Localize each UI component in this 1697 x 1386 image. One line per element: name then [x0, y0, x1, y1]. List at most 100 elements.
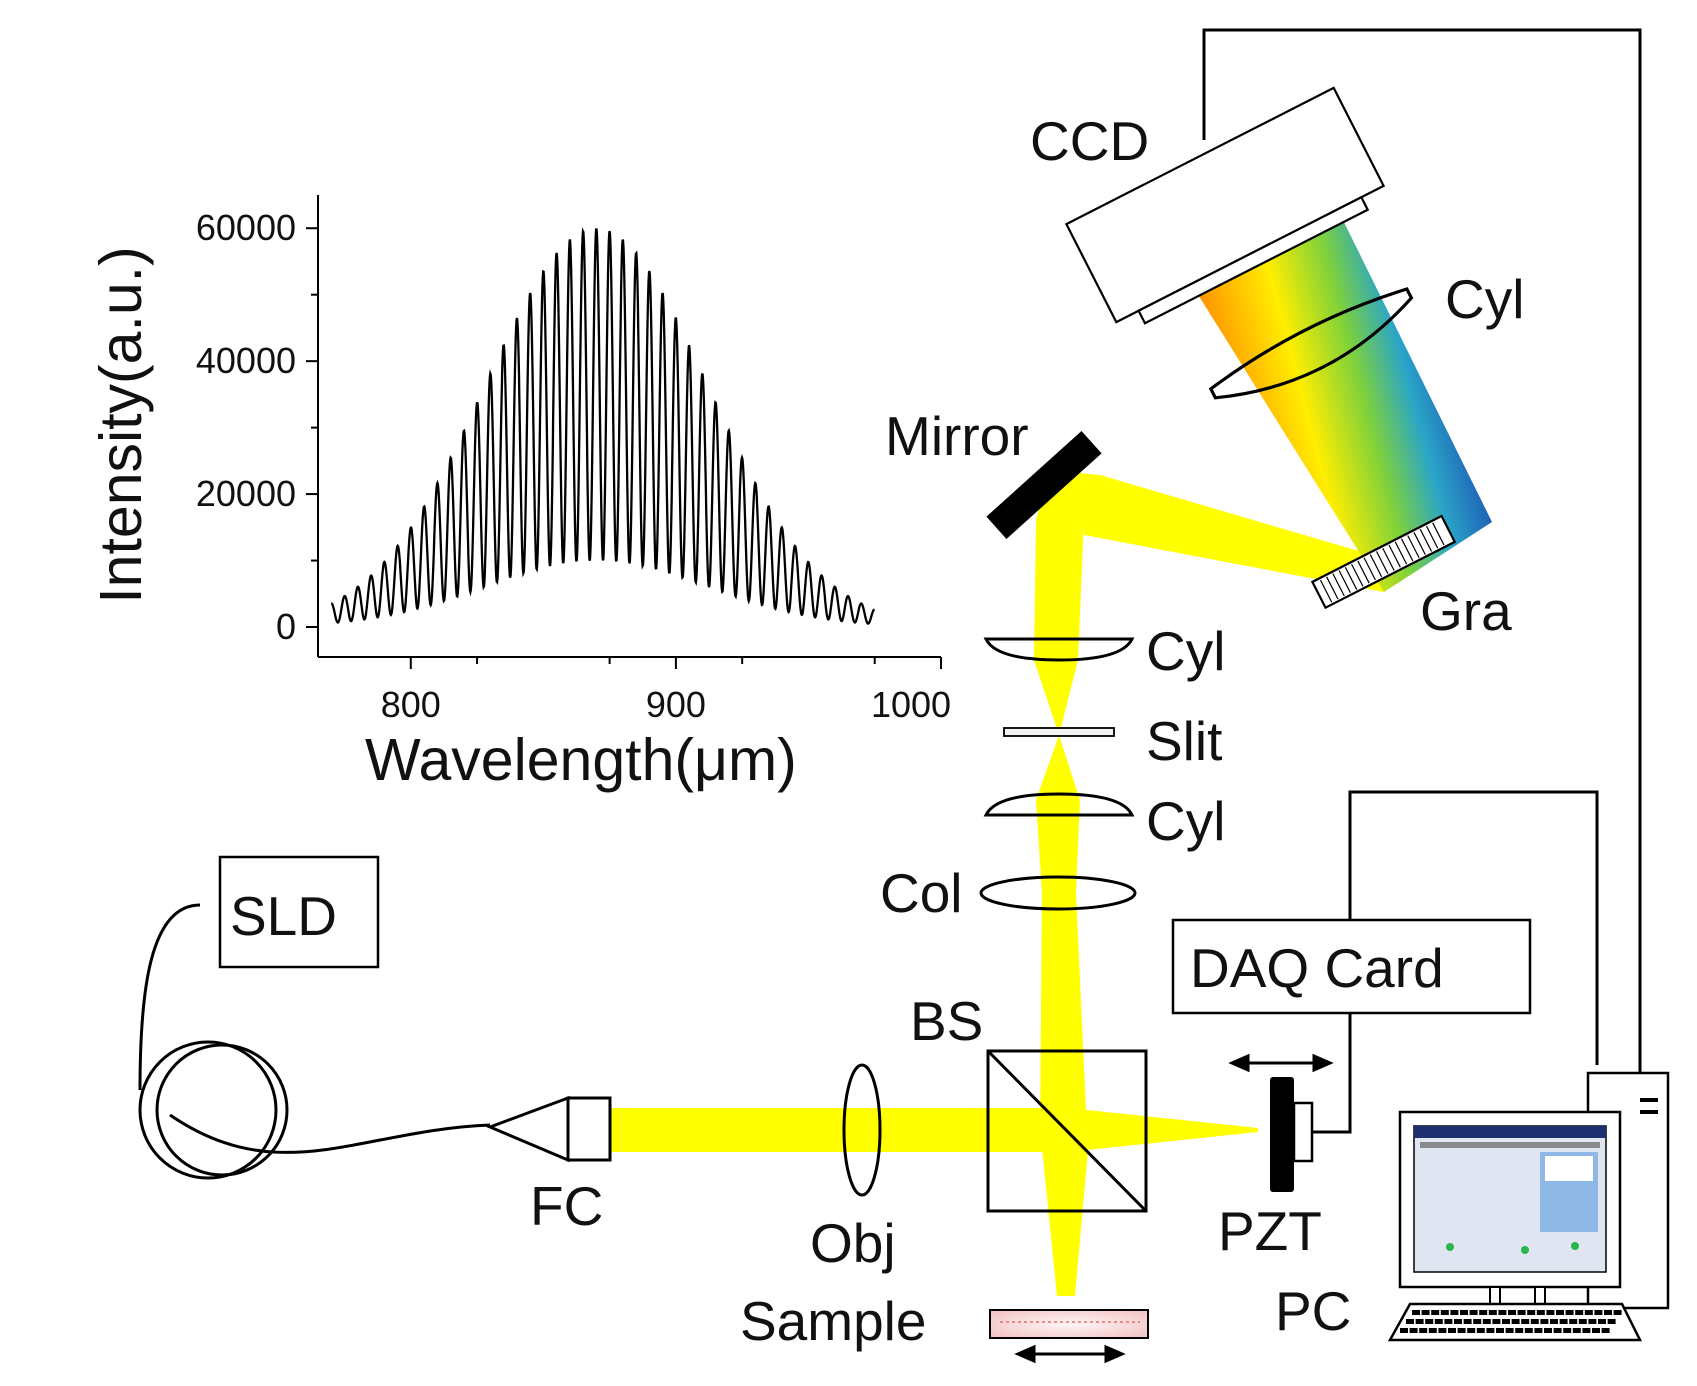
x-tick-label: 800: [381, 684, 441, 725]
keyboard-key: [1527, 1310, 1536, 1315]
grating-groove: [1338, 570, 1351, 594]
keyboard-key: [1584, 1310, 1593, 1315]
keyboard-key: [1454, 1319, 1462, 1324]
grating-groove: [1319, 579, 1333, 603]
spectrum-line: [330, 227, 876, 625]
label-obj: Obj: [810, 1212, 896, 1274]
grating-groove: [1394, 541, 1408, 565]
beam-col: [1040, 893, 1087, 1132]
keyboard-key: [1450, 1310, 1459, 1315]
ccd-camera: [1064, 86, 1386, 325]
ccd-cable: [1202, 28, 1642, 1065]
label-mirror: Mirror: [885, 405, 1029, 467]
keyboard-key: [1448, 1328, 1456, 1333]
keyboard-key: [1438, 1328, 1447, 1333]
keyboard-key: [1431, 1310, 1440, 1315]
label-cyl-top: Cyl: [1445, 268, 1524, 330]
beam-cyl2: [1036, 800, 1080, 893]
fiber-coil-outer: [138, 1040, 278, 1180]
y-axis-label: Intensity(a.u.): [88, 246, 154, 603]
keyboard-key: [1559, 1319, 1568, 1324]
keyboard-key: [1572, 1328, 1581, 1333]
grating-groove: [1369, 554, 1383, 578]
cyl-lens-2: [983, 792, 1135, 817]
grating-groove: [1413, 532, 1426, 555]
keyboard-key: [1553, 1328, 1562, 1333]
slit: [1003, 727, 1115, 737]
keyboard-key: [1588, 1319, 1597, 1324]
y-tick-label: 0: [276, 606, 296, 647]
pc-computer: [1387, 1071, 1670, 1342]
label-pc: PC: [1275, 1280, 1351, 1342]
y-tick-label: 60000: [196, 207, 296, 248]
cyl-lens-1: [983, 637, 1135, 662]
label-ccd: CCD: [1030, 110, 1149, 172]
keyboard-key: [1604, 1310, 1612, 1315]
keyboard-key: [1444, 1319, 1453, 1324]
grating-groove: [1432, 522, 1445, 546]
keyboard-key: [1467, 1328, 1476, 1333]
keyboard-key: [1582, 1328, 1591, 1333]
keyboard-key: [1460, 1310, 1468, 1315]
keyboard-key: [1534, 1328, 1543, 1333]
daq-card-box: [1171, 918, 1532, 1015]
fiber-to-fc: [169, 1113, 491, 1154]
keyboard-key: [1415, 1319, 1424, 1324]
grating-groove: [1351, 563, 1364, 587]
collimator-lens: [979, 875, 1137, 911]
sld-box: [218, 855, 380, 969]
objective-lens: [842, 1063, 882, 1197]
keyboard-key: [1613, 1310, 1622, 1315]
keyboard-key: [1563, 1328, 1572, 1333]
beam-horizontal: [610, 1108, 1068, 1152]
keyboard-key: [1578, 1319, 1587, 1324]
keyboard-key: [1521, 1319, 1530, 1324]
grating-groove: [1375, 551, 1389, 574]
keyboard-key: [1479, 1310, 1488, 1315]
keyboard-key: [1473, 1319, 1482, 1324]
label-sld: SLD: [230, 885, 337, 947]
beam-to-grating: [1050, 470, 1396, 592]
keyboard-key: [1496, 1328, 1504, 1333]
keyboard-key: [1406, 1319, 1414, 1324]
keyboard-key: [1592, 1328, 1600, 1333]
keyboard-key: [1601, 1328, 1610, 1333]
fiber-to-coil: [138, 903, 201, 1091]
grating-groove: [1332, 573, 1345, 597]
keyboard-key: [1511, 1319, 1520, 1324]
keyboard-key: [1540, 1319, 1549, 1324]
label-sample: Sample: [740, 1290, 926, 1352]
keyboard-key: [1400, 1328, 1408, 1333]
fiber-coil-inner: [155, 1043, 289, 1177]
label-fc: FC: [530, 1175, 603, 1237]
keyboard-key: [1434, 1319, 1443, 1324]
keyboard-key: [1412, 1310, 1420, 1315]
beam-splitter: [986, 1049, 1148, 1213]
keyboard-key: [1594, 1310, 1603, 1315]
x-tick-label: 900: [646, 684, 706, 725]
y-tick-label: 40000: [196, 340, 296, 381]
keyboard-key: [1488, 1310, 1497, 1315]
daq-pc-cable: [1348, 790, 1599, 1065]
keyboard-key: [1498, 1310, 1507, 1315]
x-axis-label: Wavelength(μm): [365, 727, 797, 793]
grating-groove: [1419, 528, 1433, 552]
beam-to-slit: [1036, 735, 1080, 800]
pzt-motion-arrow: [1228, 1053, 1334, 1073]
keyboard-key: [1544, 1328, 1552, 1333]
keyboard-key: [1515, 1328, 1524, 1333]
keyboard-key: [1508, 1310, 1516, 1315]
label-gra: Gra: [1420, 580, 1512, 642]
keyboard-key: [1469, 1310, 1478, 1315]
sample: [989, 1309, 1149, 1339]
label-bs: BS: [910, 990, 983, 1052]
grating-groove: [1344, 567, 1358, 590]
cyl-lens-top: [1208, 287, 1414, 400]
keyboard-key: [1536, 1310, 1545, 1315]
fiber-collimator: [485, 1095, 612, 1163]
keyboard-key: [1476, 1328, 1485, 1333]
keyboard-key: [1565, 1310, 1574, 1315]
